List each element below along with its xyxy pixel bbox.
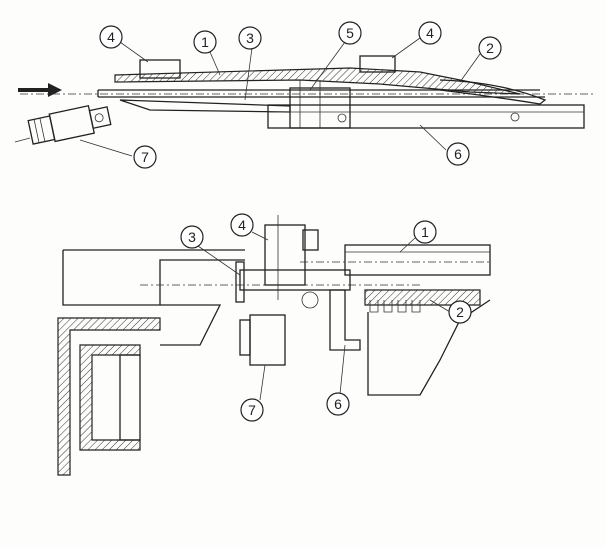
callout-label: 7	[248, 402, 256, 418]
callout-top-4b: 4	[418, 21, 442, 45]
callout-sec-6: 6	[326, 392, 350, 416]
blade-part-1	[114, 67, 521, 95]
callout-label: 4	[238, 217, 246, 233]
callout-top-3: 3	[238, 26, 262, 50]
rail-part-1	[344, 244, 491, 276]
callout-label: 3	[246, 30, 254, 46]
callout-top-7: 7	[133, 145, 157, 169]
frame-outline	[62, 250, 245, 306]
callout-label: 7	[141, 149, 149, 165]
clamp-part-4	[264, 224, 306, 286]
callout-label: 1	[201, 34, 209, 50]
leader-lines	[79, 37, 481, 157]
callout-circle	[338, 21, 362, 45]
clamp-part-4	[359, 55, 396, 73]
bracket-part-6	[329, 289, 361, 351]
callout-circle	[240, 398, 264, 422]
callout-sec-2: 2	[448, 300, 472, 324]
callout-sec-4: 4	[230, 213, 254, 237]
callout-circle	[180, 225, 204, 249]
angle-section	[57, 317, 161, 476]
callouts: 4 1 3 5 4 2 6 7 3 4 1 2 7 6	[99, 21, 502, 422]
feed-direction-arrow	[18, 83, 62, 97]
callout-circle	[99, 25, 123, 49]
callout-top-1: 1	[193, 30, 217, 54]
callout-label: 4	[426, 25, 434, 41]
top-view	[14, 37, 595, 157]
clamp-part-4	[139, 59, 181, 79]
callout-label: 2	[486, 40, 494, 56]
callout-sec-7: 7	[240, 398, 264, 422]
leader-lines	[197, 231, 451, 401]
callout-top-5: 5	[338, 21, 362, 45]
callout-sec-3: 3	[180, 225, 204, 249]
section-view	[57, 215, 491, 476]
callout-circle	[230, 213, 254, 237]
callout-circle	[478, 36, 502, 60]
callout-circle	[446, 142, 470, 166]
callout-circle	[238, 26, 262, 50]
rail-part-6	[267, 104, 585, 129]
callout-circle	[326, 392, 350, 416]
callout-circle	[448, 300, 472, 324]
callout-label: 1	[421, 224, 429, 240]
block-part-7	[249, 314, 286, 366]
callout-label: 2	[456, 304, 464, 320]
arm-part-3	[119, 99, 291, 113]
callout-label: 6	[334, 396, 342, 412]
callout-top-2: 2	[478, 36, 502, 60]
callout-top-4a: 4	[99, 25, 123, 49]
spring-part-2	[364, 289, 481, 306]
callout-circle	[193, 30, 217, 54]
callout-circle	[133, 145, 157, 169]
callout-label: 6	[454, 146, 462, 162]
callout-label: 3	[188, 229, 196, 245]
callout-circle	[413, 220, 437, 244]
arm-part-3	[239, 269, 351, 291]
callout-circle	[418, 21, 442, 45]
callout-sec-1: 1	[413, 220, 437, 244]
callout-label: 5	[346, 25, 354, 41]
callout-top-6: 6	[446, 142, 470, 166]
callout-label: 4	[107, 29, 115, 45]
cylinder-part-7	[27, 104, 112, 145]
